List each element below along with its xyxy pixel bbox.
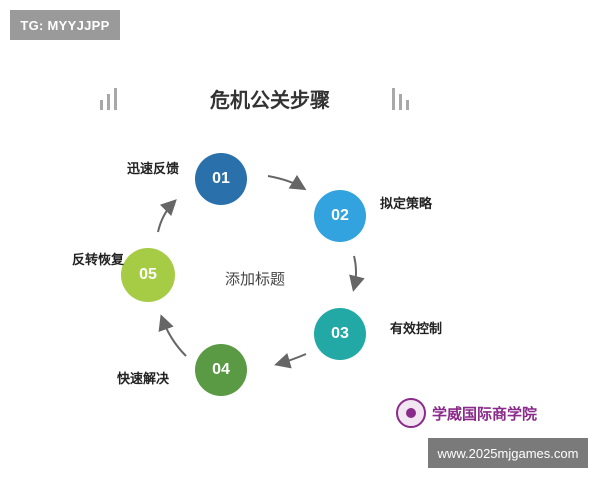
step-02-label: 拟定策略 [380, 197, 433, 212]
arrow-01-02 [267, 174, 307, 191]
center-placeholder-title: 添加标题 [224, 270, 285, 288]
school-brand: 学威国际商学院 [396, 398, 537, 428]
step-01-number: 01 [212, 170, 230, 187]
step-02: 02 [314, 190, 366, 242]
step-01-label: 迅速反馈 [127, 162, 180, 177]
step-05-label: 反转恢复 [72, 253, 125, 268]
step-05-number: 05 [139, 266, 157, 283]
step-05: 05 [121, 248, 175, 302]
step-04: 04 [195, 344, 247, 396]
channel-tag: TG: MYYJJPP [10, 10, 120, 40]
site-watermark: www.2025mjgames.com [428, 438, 588, 468]
arrow-04-05 [158, 314, 187, 357]
school-logo-icon [396, 398, 426, 428]
step-03: 03 [314, 308, 366, 360]
step-02-number: 02 [331, 207, 349, 224]
step-04-label: 快速解决 [117, 372, 170, 387]
step-03-number: 03 [331, 325, 349, 342]
diagram-title: 危机公关步骤 [210, 88, 330, 112]
step-03-label: 有效控制 [390, 322, 443, 337]
arrow-05-01 [157, 199, 177, 233]
school-name: 学威国际商学院 [432, 404, 538, 423]
step-01: 01 [195, 153, 247, 205]
arrow-03-04 [274, 353, 307, 369]
decor-bars-right [392, 86, 414, 110]
step-04-number: 04 [212, 361, 230, 378]
arrow-02-03 [349, 255, 365, 292]
decor-bars-left [100, 86, 122, 110]
